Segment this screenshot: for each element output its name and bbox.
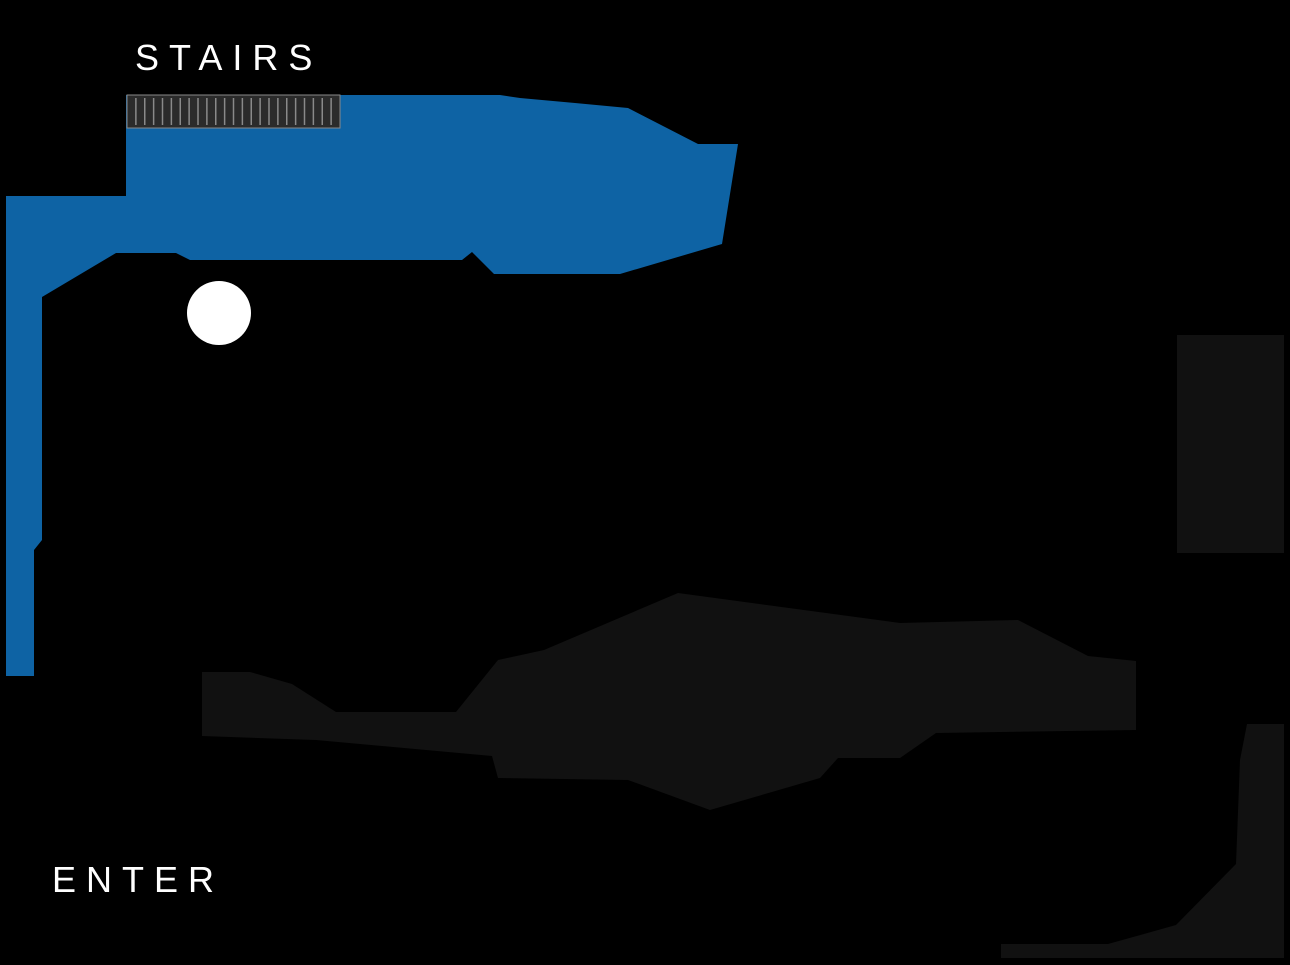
stairs-label: STAIRS — [135, 37, 323, 78]
player-marker — [187, 281, 251, 345]
explored-room — [6, 95, 738, 676]
unexplored-pillar — [1177, 335, 1284, 553]
unexplored-corridor — [202, 593, 1136, 810]
stairs-steps — [135, 98, 332, 125]
enter-label: ENTER — [52, 859, 225, 900]
unexplored-corner — [1001, 724, 1284, 958]
